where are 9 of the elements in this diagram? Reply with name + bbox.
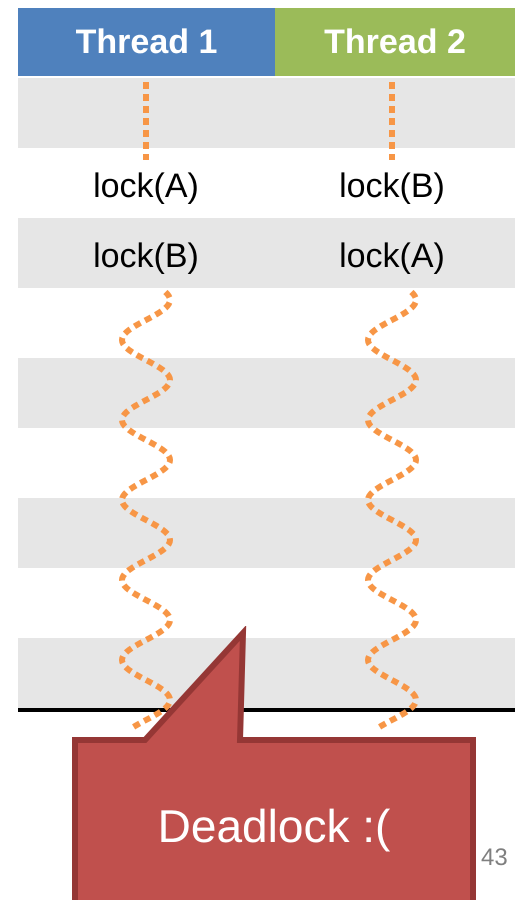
table-header-cell: Thread 2 [275,8,515,76]
code-text: lock(B) [338,166,446,207]
code-text: lock(A) [338,236,446,277]
speech-callout [72,626,476,900]
code-text: lock(A) [92,166,200,207]
page-number: 43 [481,844,508,872]
code-text: lock(B) [92,236,200,277]
table-header-cell: Thread 1 [18,8,275,76]
callout-text: Deadlock :( [156,799,392,854]
